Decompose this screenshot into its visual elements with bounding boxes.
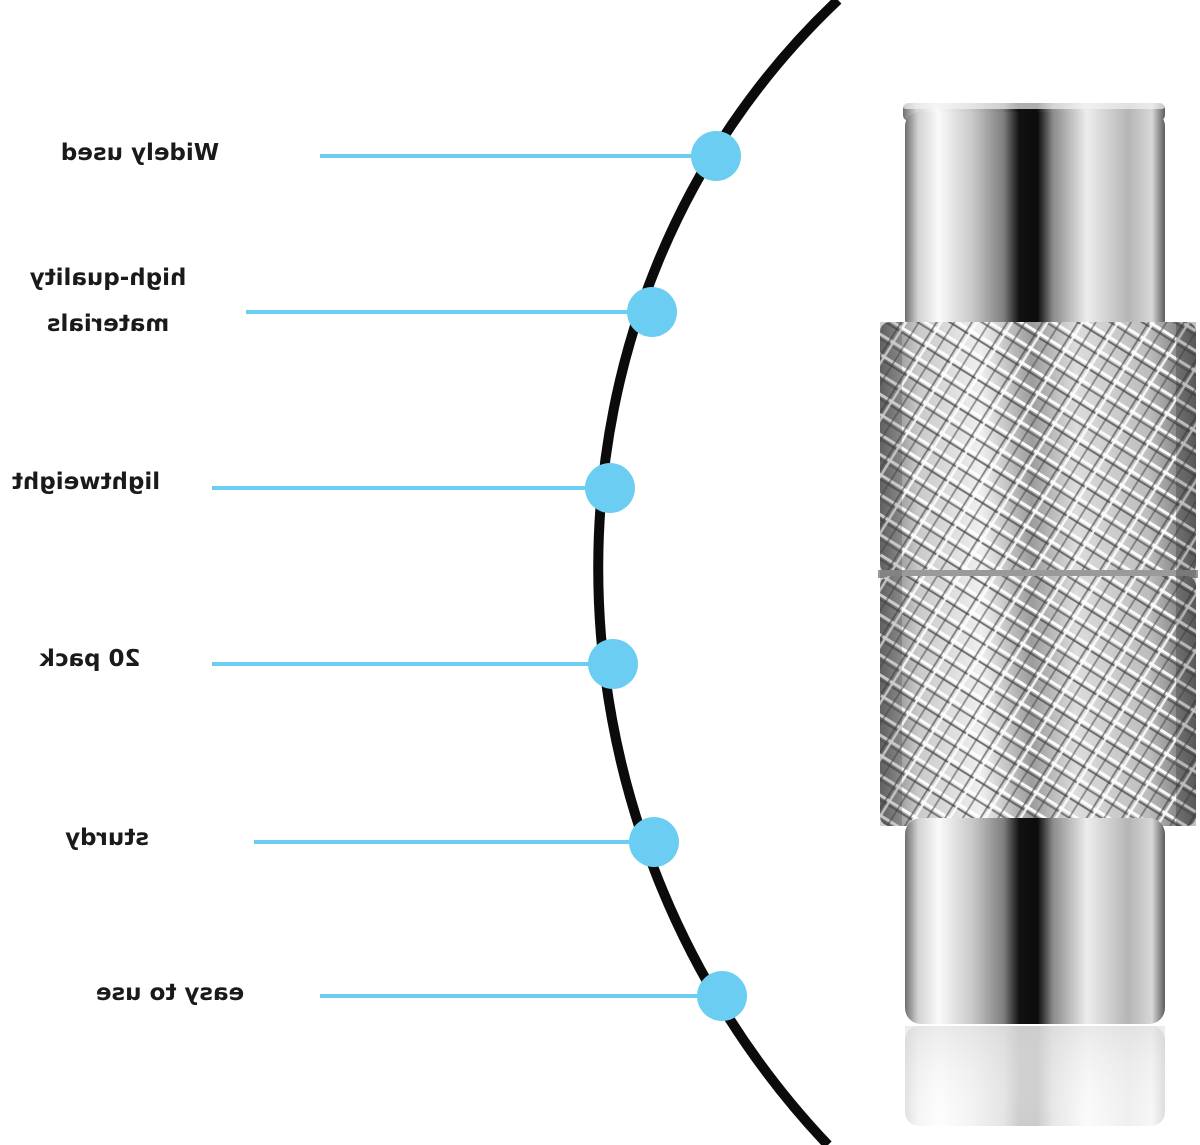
feature-label-high-quality-materials: high-quality materials	[29, 265, 187, 337]
feature-label-easy-to-use: easy to use	[95, 980, 245, 1006]
connector-dot-3	[585, 463, 635, 513]
connector-dot-1	[691, 131, 741, 181]
connector-dot-6	[697, 971, 747, 1021]
feature-label-20-pack: 20 pack	[39, 646, 141, 672]
connector-lines	[212, 131, 747, 1021]
feature-label-sturdy: sturdy	[65, 825, 149, 851]
connector-dot-4	[588, 639, 638, 689]
feature-label-widely-used: Widely used	[60, 140, 220, 166]
connector-dot-5	[629, 817, 679, 867]
connector-dot-2	[627, 287, 677, 337]
feature-label-lightweight: lightweight	[11, 469, 161, 495]
knurled-metal-connector-icon	[878, 103, 1198, 1136]
